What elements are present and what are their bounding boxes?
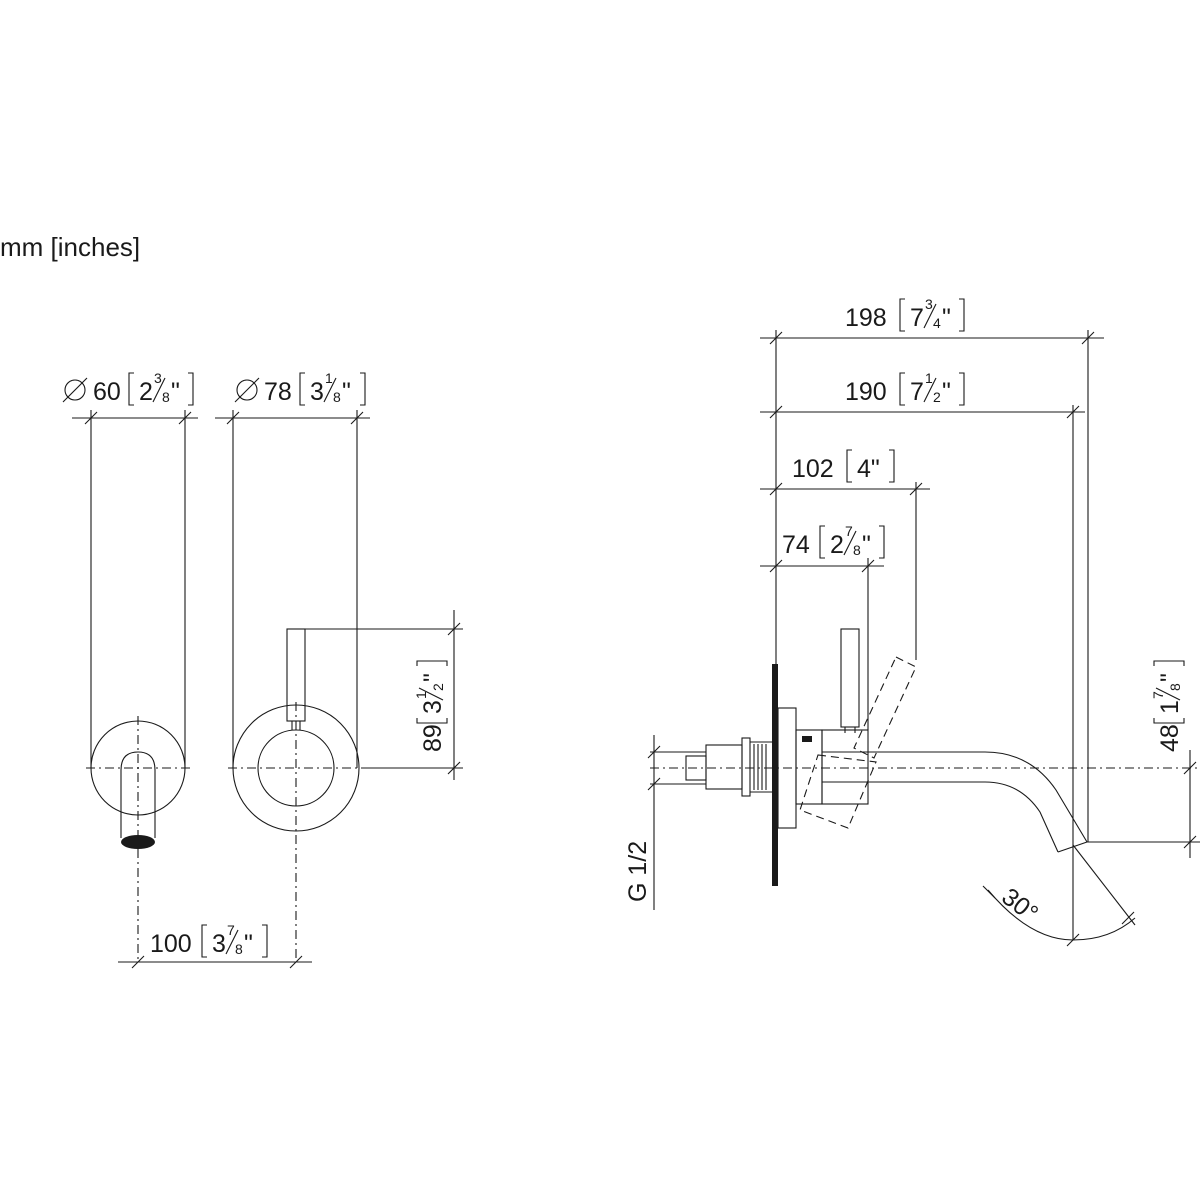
svg-text:4: 4: [933, 315, 941, 331]
svg-text:": ": [244, 930, 253, 958]
lever-dim: 74 2 7 8 ": [760, 523, 885, 730]
svg-text:7: 7: [227, 922, 235, 938]
wall-plate: [772, 664, 778, 886]
side-view: [650, 628, 1200, 886]
spout-front-view: [72, 410, 198, 960]
svg-text:1: 1: [925, 370, 933, 386]
svg-text:198: 198: [845, 304, 887, 332]
svg-text:3: 3: [212, 930, 226, 958]
svg-text:": ": [1156, 673, 1184, 682]
svg-text:89: 89: [419, 724, 447, 752]
overall-depth-dim: 198 7 3 4 ": [760, 296, 1104, 842]
handle-diameter-label: 78 3 1 8 ": [234, 370, 366, 406]
svg-text:8: 8: [333, 389, 341, 405]
angle-dim: [982, 844, 1136, 947]
svg-text:2: 2: [933, 389, 941, 405]
svg-text:2: 2: [830, 531, 844, 559]
svg-text:8: 8: [1167, 683, 1183, 691]
svg-text:7: 7: [910, 378, 924, 406]
spout-diameter-label: 60 2 3 8 ": [62, 370, 194, 406]
svg-text:74: 74: [782, 531, 810, 559]
svg-text:3: 3: [419, 700, 447, 714]
svg-text:1: 1: [1156, 700, 1184, 714]
svg-text:": ": [342, 378, 351, 406]
svg-text:": ": [171, 378, 180, 406]
svg-text:": ": [862, 531, 871, 559]
centre-distance-dim: 100 3 7 8 ": [118, 922, 312, 969]
svg-text:3: 3: [310, 378, 324, 406]
units-note: mm [inches]: [0, 232, 140, 262]
svg-text:2: 2: [139, 378, 153, 406]
svg-text:4": 4": [857, 455, 880, 483]
svg-text:7: 7: [1150, 691, 1166, 699]
svg-text:48: 48: [1156, 724, 1184, 752]
svg-text:8: 8: [235, 941, 243, 957]
svg-text:": ": [942, 304, 951, 332]
handle-front-view: [215, 410, 463, 962]
spout-drop-dim: [1087, 750, 1200, 858]
thread-label: G 1/2: [624, 841, 652, 902]
svg-text:8: 8: [853, 542, 861, 558]
thread-dim: [647, 735, 706, 910]
svg-text:1: 1: [325, 370, 333, 386]
svg-text:1: 1: [413, 691, 429, 699]
svg-text:7: 7: [910, 304, 924, 332]
spout-outlet: [121, 835, 155, 849]
svg-text:102: 102: [792, 455, 834, 483]
svg-text:190: 190: [845, 378, 887, 406]
svg-text:78: 78: [264, 378, 292, 406]
svg-text:100: 100: [150, 930, 192, 958]
svg-text:8: 8: [162, 389, 170, 405]
spout-drop-label: 48 1 7 8 ": [1150, 660, 1185, 752]
svg-text:": ": [419, 673, 447, 682]
lever-swing-dim: 102 4": [760, 449, 930, 660]
svg-text:2: 2: [430, 683, 446, 691]
svg-text:3: 3: [925, 296, 933, 312]
projection-dim: 190 7 1 2 ": [760, 370, 1085, 940]
svg-text:3: 3: [154, 370, 162, 386]
svg-text:60: 60: [93, 378, 121, 406]
svg-text:": ": [942, 378, 951, 406]
svg-text:7: 7: [845, 523, 853, 539]
lever-handle: [286, 628, 306, 722]
angle-label: 30°: [996, 883, 1043, 928]
handle-height-label: 89 3 1 2 ": [413, 660, 448, 752]
spout-outline: [868, 751, 1088, 843]
